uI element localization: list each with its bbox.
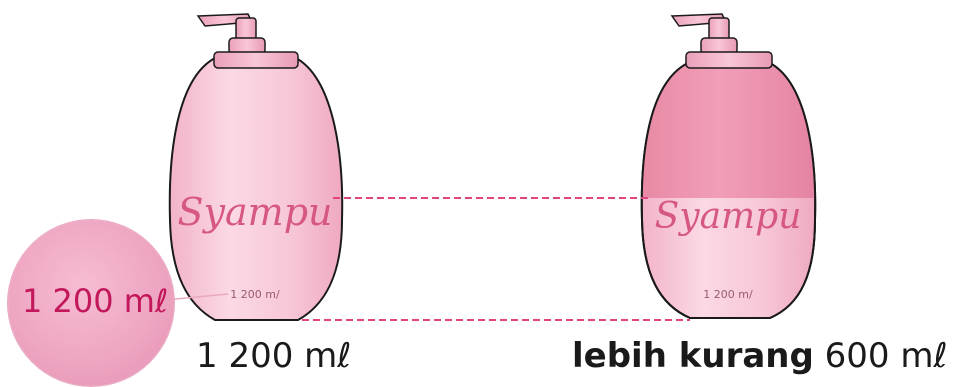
- volume-label: 1 200 m/: [230, 288, 280, 301]
- pump-stem: [709, 18, 729, 40]
- caption-approx-text: lebih kurang: [572, 336, 814, 376]
- brand-label: Syampu: [655, 196, 802, 237]
- right-bottle-caption: lebih kurang 600 mℓ: [572, 336, 948, 376]
- callout-volume-text: 1 200 mℓ: [22, 282, 172, 320]
- volume-label: 1 200 m/: [703, 288, 753, 301]
- bottle-neck: [686, 52, 772, 68]
- pump-stem: [236, 18, 256, 40]
- volume-magnifier-callout: 1 200 mℓ: [8, 220, 174, 386]
- caption-approx-value: 600 mℓ: [825, 336, 948, 376]
- brand-label: Syampu: [178, 190, 333, 234]
- left-bottle-caption: 1 200 mℓ: [196, 336, 351, 376]
- bottle-body: [170, 58, 342, 320]
- bottle-neck: [214, 52, 298, 68]
- right-bottle: Syampu 1 200 m/: [630, 14, 830, 318]
- left-bottle: Syampu 1 200 m/: [170, 14, 342, 320]
